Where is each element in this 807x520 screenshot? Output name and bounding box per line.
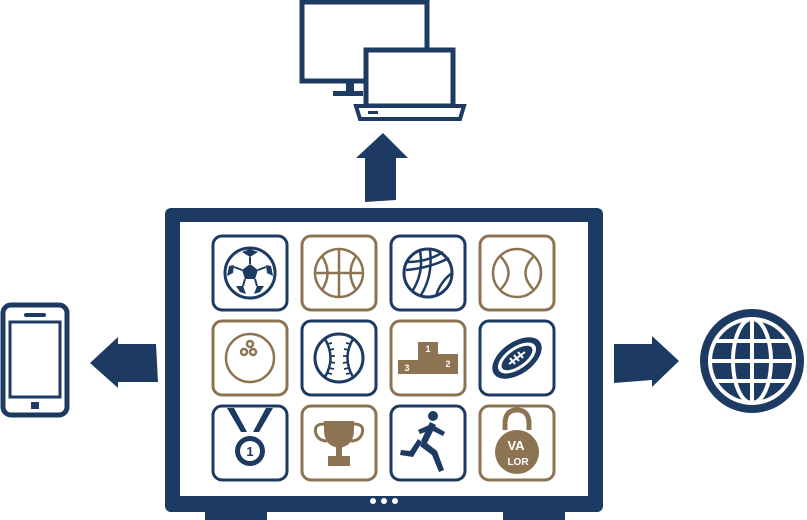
tile-valor[interactable]: VA LOR <box>478 404 556 482</box>
tile-volleyball[interactable] <box>389 234 467 312</box>
tile-runner[interactable] <box>389 404 467 482</box>
runner-icon <box>400 411 445 472</box>
tile-football[interactable] <box>478 319 556 397</box>
laptop-screen <box>363 47 456 109</box>
tv-indicator-dot <box>381 498 387 504</box>
podium-third-label: 3 <box>404 363 409 373</box>
podium-icon: 1 2 3 <box>398 342 458 374</box>
smartphone-icon <box>0 302 70 418</box>
tile-soccer[interactable] <box>211 234 289 312</box>
valor-logo-bottom-text: LOR <box>507 457 529 468</box>
podium-second-label: 2 <box>445 359 450 369</box>
arrow-left-icon <box>90 337 158 388</box>
tennis-ball-icon <box>491 247 543 299</box>
arrow-up-icon <box>356 133 408 202</box>
medal-icon: 1 <box>227 408 273 466</box>
tile-podium[interactable]: 1 2 3 <box>389 319 467 397</box>
tile-trophy[interactable] <box>300 404 378 482</box>
desktop-and-laptop-icon <box>299 0 467 121</box>
medal-rank-label: 1 <box>246 444 253 459</box>
tile-bowling[interactable] <box>211 319 289 397</box>
laptop-base <box>353 104 467 121</box>
tile-baseball[interactable] <box>300 319 378 397</box>
arrow-right-icon <box>614 336 679 387</box>
soccer-ball-icon <box>223 246 277 300</box>
football-icon <box>492 337 542 379</box>
bowling-ball-icon <box>224 332 276 384</box>
tile-medal[interactable]: 1 <box>211 404 289 482</box>
valor-logo-top-text: VA <box>507 438 525 453</box>
trophy-icon <box>313 421 365 466</box>
tv-foot-right <box>503 511 565 520</box>
baseball-icon <box>313 332 365 384</box>
desktop-base <box>333 91 363 96</box>
tv-indicator-dot <box>392 498 398 504</box>
desktop-stand <box>346 81 354 91</box>
podium-first-label: 1 <box>425 344 430 354</box>
tv-foot-left <box>205 511 267 520</box>
tile-basketball[interactable] <box>300 234 378 312</box>
tv-indicator-dot <box>370 498 376 504</box>
basketball-icon <box>313 247 365 299</box>
volleyball-icon <box>402 247 454 299</box>
tile-tennis[interactable] <box>478 234 556 312</box>
globe-icon <box>700 309 804 413</box>
valor-logo-icon: VA LOR <box>495 407 539 474</box>
